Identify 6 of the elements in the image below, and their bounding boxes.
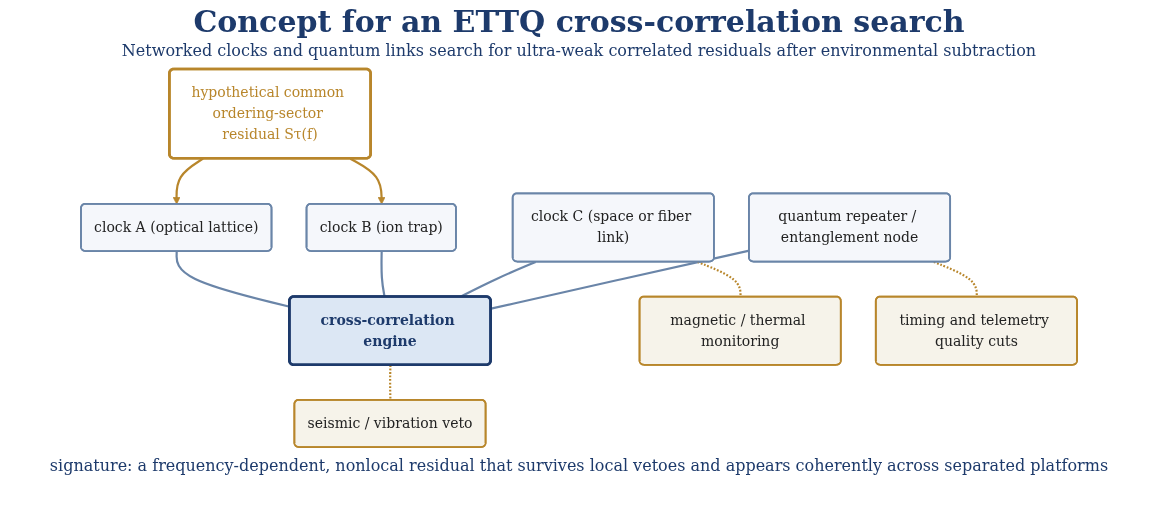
- title: Concept for an ETTQ cross-correlation search: [192, 4, 966, 39]
- subtitle: Networked clocks and quantum links search for ultra-weak correlated residuals after environmental subtraction: [120, 41, 1038, 60]
- connector: [697, 260, 742, 297]
- note-text: signature: a frequency-dependent, nonlocal residual that survives local vetoes and appears coherently across separated platforms: [48, 456, 1110, 475]
- connector: [933, 260, 978, 297]
- connector: [389, 365, 392, 401]
